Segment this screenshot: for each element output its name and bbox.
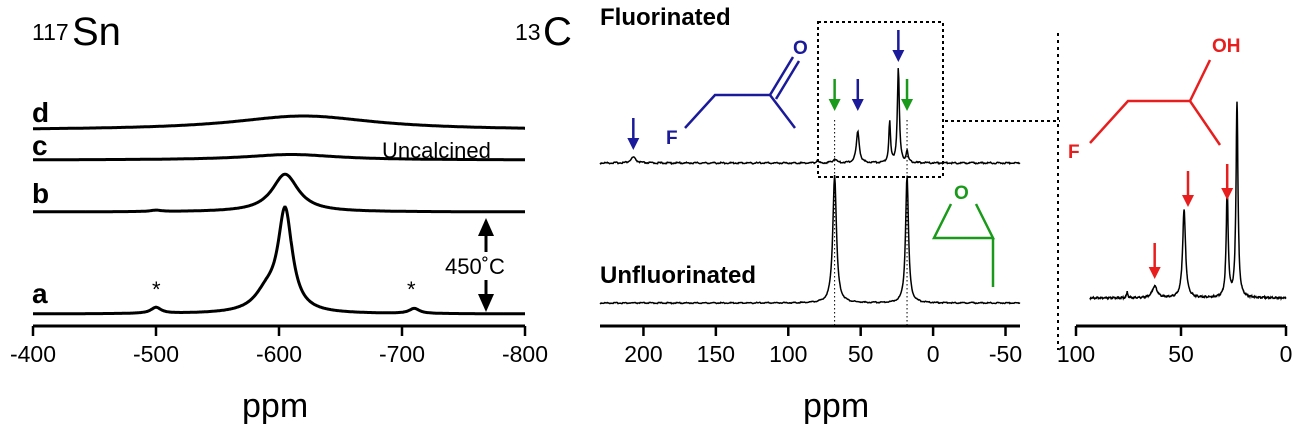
c-nucleus-mass: 13: [515, 19, 541, 45]
sn-tick-label: -800: [502, 341, 548, 367]
sn-trace-a: [33, 205, 525, 316]
temperature-arrow-down-head: [478, 294, 494, 312]
c-arrow-green: [901, 99, 914, 111]
temperature-label: 450˚C: [445, 254, 505, 279]
fluoroalcohol-hydroxyl: OH: [1212, 36, 1241, 57]
inset-arrow-red: [1182, 195, 1194, 207]
temperature-label-bg: [440, 252, 530, 280]
inset-panel: OH F 100 50 0: [1057, 36, 1293, 367]
c-arrow-green: [828, 99, 841, 111]
c-tick-label: 200: [624, 341, 662, 367]
fluorinated-label: Fluorinated: [600, 4, 731, 31]
inset-tick-label: 50: [1168, 341, 1194, 367]
sideband-marker-2: *: [407, 277, 416, 302]
sn-nucleus-mass: 117: [32, 19, 69, 45]
inset-traces: [1089, 101, 1287, 301]
epoxide-structure: O: [931, 183, 996, 287]
sn-tick-label: -600: [256, 341, 302, 367]
fluoroalcohol-fluorine: F: [1068, 142, 1080, 163]
temperature-arrow-up-head: [478, 218, 494, 236]
sn-tick-label: -700: [379, 341, 425, 367]
sn-x-axis: -400 -500 -600 -700 -800: [10, 324, 548, 367]
inset-tick-label: 100: [1057, 341, 1095, 367]
sn-tick-label: -500: [133, 341, 179, 367]
inset-x-axis: 100 50 0: [1057, 324, 1293, 367]
c-tick-label: 50: [848, 341, 874, 367]
sn-traces: [33, 114, 525, 316]
fluoroacetone-oxygen: O: [793, 38, 808, 59]
inset-arrow-red: [1148, 267, 1161, 279]
unfluorinated-label: Unfluorinated: [600, 262, 756, 289]
c-nucleus-symbol: C: [543, 10, 572, 54]
c-traces: [599, 68, 1021, 326]
c-tick-label: 0: [927, 341, 940, 367]
sn-trace-c: [33, 153, 525, 162]
c-tick-label: -50: [989, 341, 1022, 367]
sn-trace-label-b: b: [32, 178, 49, 209]
epoxide-oxygen: O: [954, 183, 969, 204]
c-tick-label: 150: [697, 341, 735, 367]
sn-trace-b: [33, 172, 525, 214]
inset-tick-label: 0: [1280, 341, 1293, 367]
c-panel: 13 C Fluorinated Unfluorinated O F O 200…: [515, 4, 1060, 425]
sideband-marker-1: *: [152, 277, 161, 302]
inset-arrows: [1148, 164, 1234, 279]
c-arrow-blue: [892, 50, 905, 62]
sn-trace-label-d: d: [32, 97, 49, 128]
sn-trace-label-a: a: [32, 278, 48, 309]
c-xlabel: ppm: [803, 387, 869, 425]
c-arrows: [627, 30, 914, 150]
fluoroacetone-structure: O F: [666, 38, 808, 149]
sn-xlabel: ppm: [242, 387, 308, 425]
sn-trace-label-c: c: [32, 130, 48, 161]
inset-trace: [1089, 101, 1287, 301]
c-trace-fluorinated: [599, 68, 1021, 166]
c-tick-label: 100: [769, 341, 807, 367]
c-arrow-blue: [627, 138, 640, 150]
fluoroalcohol-structure: OH F: [1068, 36, 1241, 163]
c-x-axis: 200 150 100 50 0 -50: [600, 324, 1022, 367]
zoom-box: [817, 21, 944, 178]
inset-arrow-red: [1221, 188, 1234, 200]
sn-trace-d: [33, 114, 525, 131]
uncalcined-label: Uncalcined: [382, 138, 491, 163]
sn-tick-label: -400: [10, 341, 56, 367]
sn-nucleus-symbol: Sn: [72, 10, 121, 54]
c-trace-unfluorinated: [599, 175, 1021, 305]
c-arrow-blue: [851, 99, 864, 111]
fluoroacetone-fluorine: F: [666, 128, 678, 149]
sn-panel: 117 Sn d c b a Uncalcined 450˚C * * -400…: [10, 10, 548, 425]
